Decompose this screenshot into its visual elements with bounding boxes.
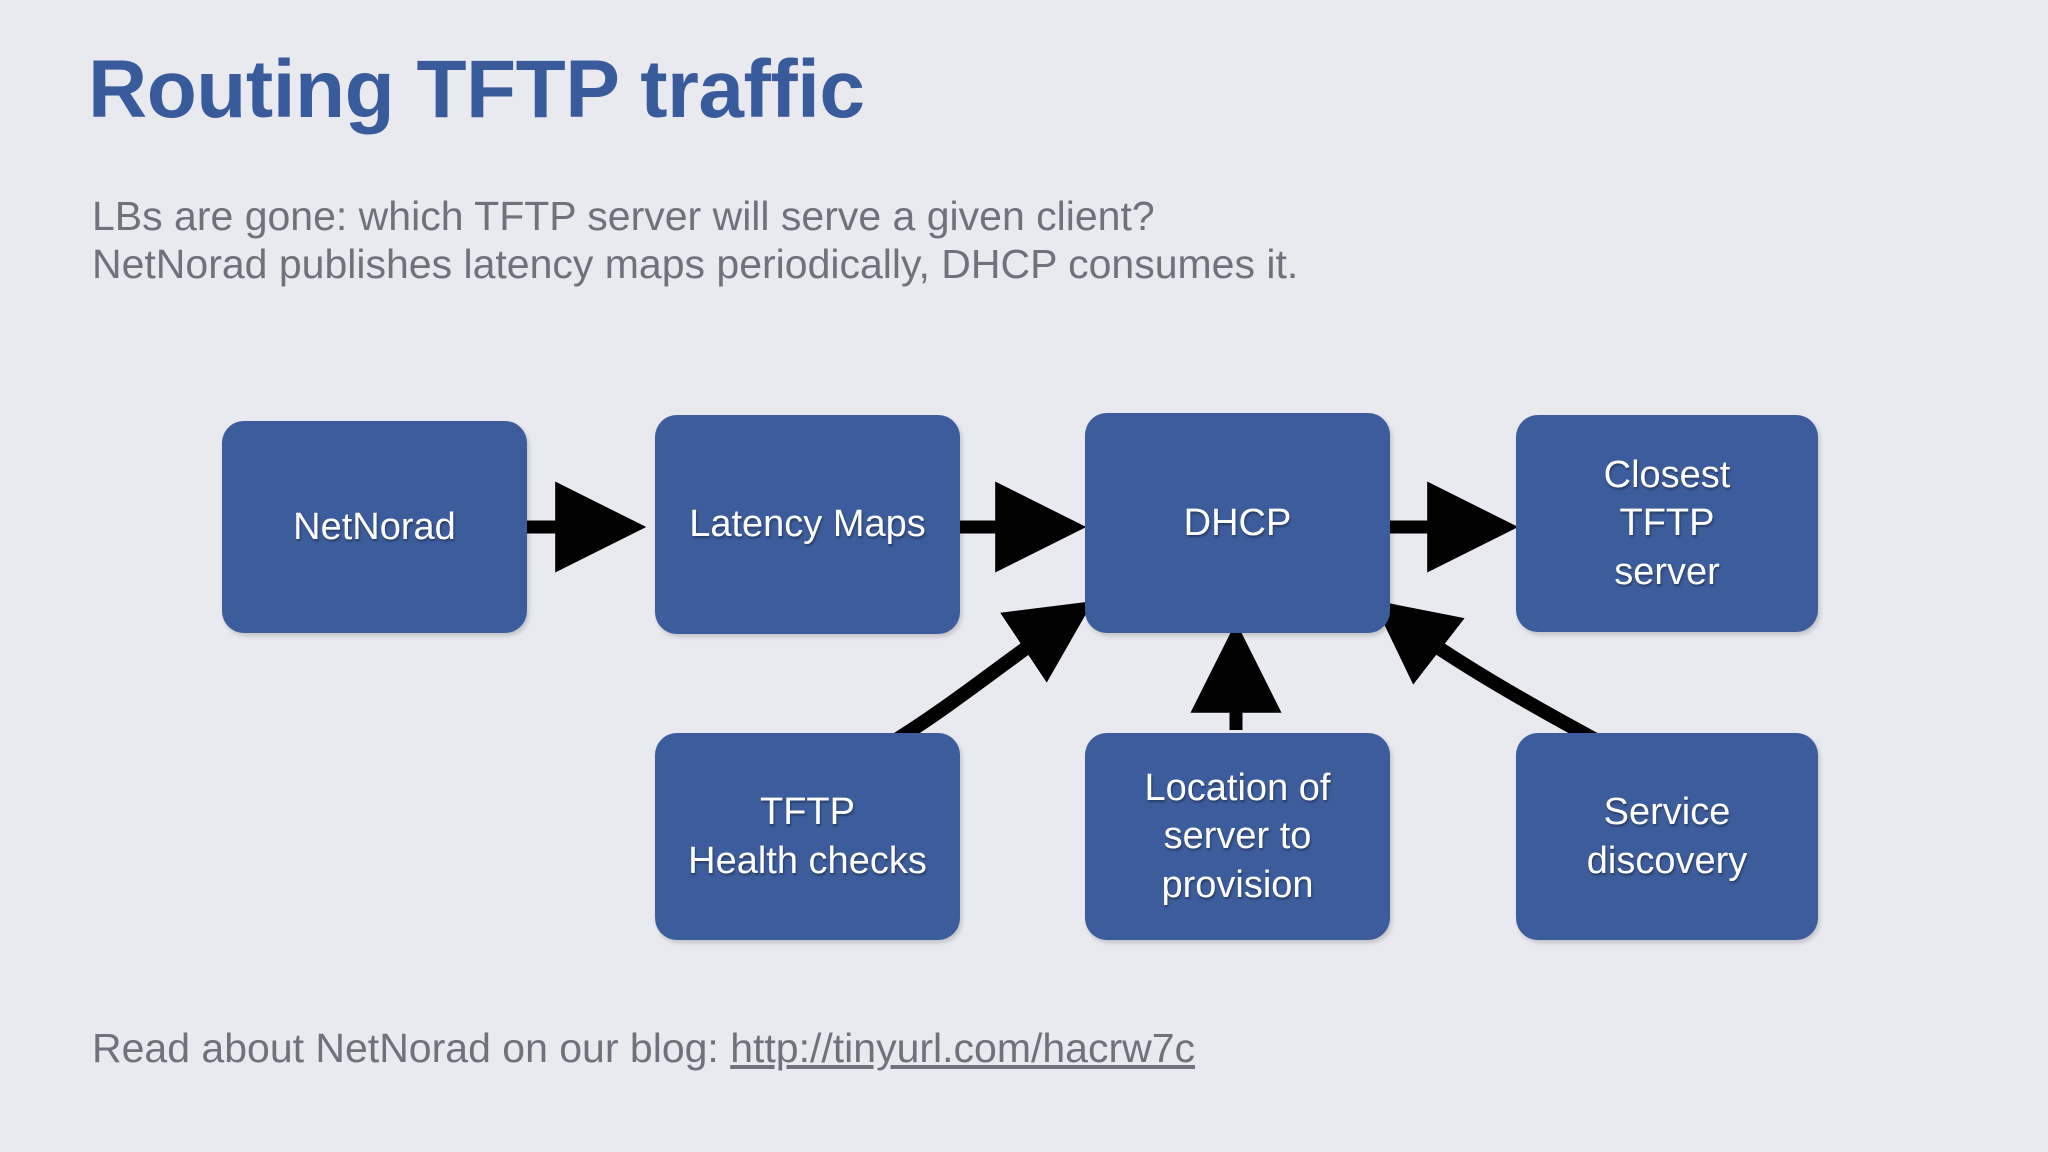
node-latency-maps-label: Latency Maps [689,503,926,546]
node-location-of-server-label: Location of server to provision [1144,766,1331,906]
node-location-of-server[interactable]: Location of server to provision [1085,733,1390,940]
subtitle-line-1: LBs are gone: which TFTP server will ser… [92,193,1155,239]
footer-prefix: Read about NetNorad on our blog: [92,1025,731,1071]
node-service-discovery[interactable]: Service discovery [1516,733,1818,940]
node-tftp-health-checks-label: TFTP Health checks [688,790,927,882]
blog-link[interactable]: http://tinyurl.com/hacrw7c [730,1025,1196,1071]
node-closest-tftp-server[interactable]: Closest TFTP server [1516,415,1818,632]
node-latency-maps[interactable]: Latency Maps [655,415,960,634]
node-tftp-health-checks[interactable]: TFTP Health checks [655,733,960,940]
node-service-discovery-label: Service discovery [1586,790,1748,882]
page-title: Routing TFTP traffic [88,44,865,135]
subtitle: LBs are gone: which TFTP server will ser… [92,193,1298,289]
footer-note: Read about NetNorad on our blog: http://… [92,1025,1195,1072]
subtitle-line-2: NetNorad publishes latency maps periodic… [92,240,1299,287]
node-netnorad[interactable]: NetNorad [222,421,527,633]
node-closest-tftp-server-label: Closest TFTP server [1603,453,1731,593]
node-netnorad-label: NetNorad [293,505,456,548]
node-dhcp[interactable]: DHCP [1085,413,1390,633]
node-dhcp-label: DHCP [1183,501,1292,544]
